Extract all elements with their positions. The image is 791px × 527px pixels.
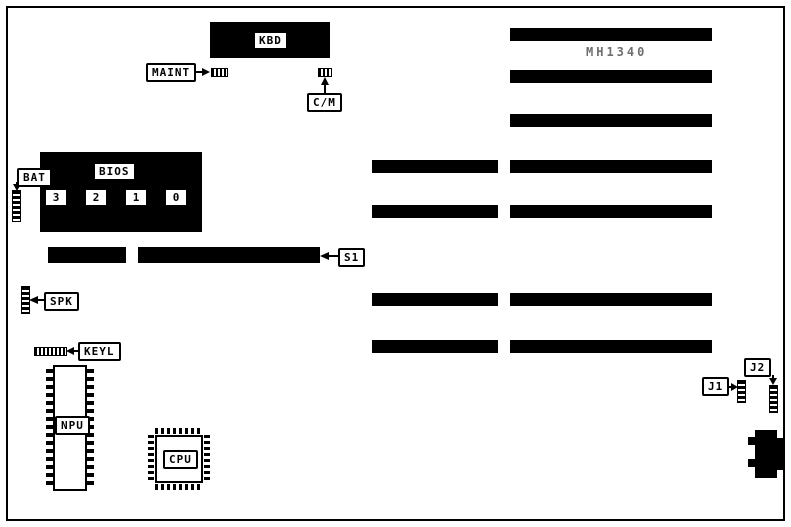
bios-chip-2: 2: [84, 188, 108, 207]
cm-label: C/M: [307, 93, 342, 112]
s1-pointer-arrow-icon: [320, 252, 338, 260]
spk-pointer-arrow-icon: [29, 296, 44, 304]
keyl-label: KEYL: [78, 342, 121, 361]
npu-label: NPU: [55, 416, 90, 435]
expansion-slot: [510, 114, 712, 127]
s1-slot-segment: [138, 247, 320, 263]
cpu-label: CPU: [163, 450, 198, 469]
cpu-pins-left: [148, 435, 154, 483]
npu-right-pins: [87, 369, 94, 487]
model-number-text: MH1340: [586, 45, 648, 59]
cpu-pins-bottom: [155, 484, 203, 490]
din-connector-tab: [748, 459, 755, 467]
expansion-slot: [510, 205, 712, 218]
din-connector-shell: [777, 438, 783, 470]
expansion-slot: [510, 70, 712, 83]
j2-pointer-arrow-icon: [769, 375, 777, 385]
j2-label: J2: [744, 358, 772, 377]
cm-pointer-arrow-icon: [321, 77, 329, 93]
bios-label: BIOS: [93, 162, 136, 181]
expansion-slot-extension: [372, 340, 498, 353]
j1-connector: [737, 380, 746, 403]
battery-connector: [12, 190, 21, 222]
expansion-slot-extension: [372, 293, 498, 306]
expansion-slot-extension: [372, 160, 498, 173]
board-outline: [6, 6, 785, 521]
s1-label: S1: [338, 248, 366, 267]
expansion-slot: [510, 340, 712, 353]
cm-jumper-connector: [318, 68, 332, 77]
expansion-slot: [510, 160, 712, 173]
j2-connector: [769, 385, 778, 413]
expansion-slot-extension: [372, 205, 498, 218]
bios-chip-3: 3: [44, 188, 68, 207]
din-keyboard-connector: [755, 430, 777, 478]
cpu-pins-right: [204, 435, 210, 483]
expansion-slot: [510, 293, 712, 306]
keylock-connector: [34, 347, 67, 356]
j1-label: J1: [702, 377, 730, 396]
bios-chip-1: 1: [124, 188, 148, 207]
spk-label: SPK: [44, 292, 79, 311]
kbd-label: KBD: [253, 31, 288, 50]
din-connector-tab: [748, 437, 755, 445]
maint-jumper-connector: [211, 68, 228, 77]
cpu-pins-top: [155, 428, 203, 434]
maint-label: MAINT: [146, 63, 197, 82]
bat-label: BAT: [17, 168, 52, 187]
npu-left-pins: [46, 369, 53, 487]
expansion-slot: [510, 28, 712, 41]
s1-slot-segment: [48, 247, 126, 263]
bios-chip-0: 0: [164, 188, 188, 207]
